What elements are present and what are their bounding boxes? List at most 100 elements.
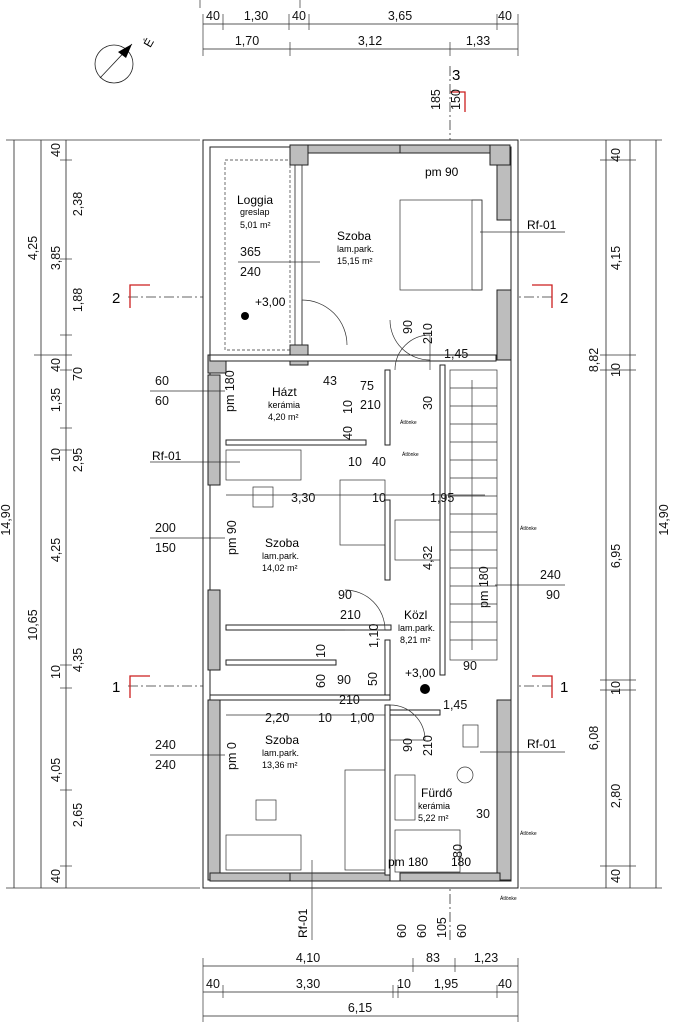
left-inner-dim-8: 10: [49, 448, 63, 462]
dim-10a: 10: [341, 400, 355, 414]
pm90-szoba: pm 90: [225, 520, 239, 555]
room-hazt-area: 4,20 m²: [268, 412, 299, 422]
room-loggia-name: Loggia: [237, 193, 273, 207]
top-dim-6: 1,70: [235, 34, 259, 48]
bottom-dim-total: 6,15: [348, 1001, 372, 1015]
pm180-bottom-b: 180: [451, 855, 471, 869]
dim-90f: 90: [401, 738, 415, 752]
left-inner-dim-13: 4,05: [49, 758, 63, 782]
bottom-dim-6: 10: [397, 977, 411, 991]
dim-240r: 240: [540, 568, 561, 582]
top-dim-8: 1,33: [466, 34, 490, 48]
section-3-label: 3: [452, 67, 460, 84]
pm0-szoba: pm 0: [225, 742, 239, 770]
right-dimensions: [520, 139, 662, 889]
pm90-top: pm 90: [425, 165, 459, 179]
dim-60a: 60: [155, 374, 169, 388]
dim-10e: 10: [318, 711, 332, 725]
bottom-dim-8: 40: [498, 977, 512, 991]
dim-30b: 30: [476, 807, 490, 821]
right-mid-dim-7: 2,80: [609, 784, 623, 808]
left-inner-dim-7: 1,35: [49, 388, 63, 412]
dim-90c: 90: [338, 588, 352, 602]
room-loggia-w1: 365: [240, 245, 261, 259]
room-szoba1-floor: lam.park.: [337, 244, 374, 254]
dim-432: 4,32: [421, 546, 435, 570]
dim-90e: 90: [463, 659, 477, 673]
left-mid-dim-2: 10,65: [26, 609, 40, 640]
dim-40a: 40: [341, 426, 355, 440]
dim-200: 200: [155, 521, 176, 535]
dim-145b: 1,45: [443, 698, 467, 712]
rf-leaders: [150, 231, 565, 940]
level-label-mid: +3,00: [405, 666, 436, 680]
left-inner-dim-4: 1,88: [71, 288, 85, 312]
left-dimensions: [6, 139, 200, 889]
dim-210c: 210: [340, 608, 361, 622]
right-mid-dim-2: 8,82: [587, 348, 601, 372]
dim-40b: 40: [372, 455, 386, 469]
room-furdo-name: Fürdő: [421, 786, 453, 800]
left-inner-dim-9: 2,95: [71, 448, 85, 472]
room-furdo-area: 5,22 m²: [418, 813, 449, 823]
rf-label-2: Rf-01: [152, 449, 182, 463]
chimney-note-5: Átlönke: [500, 895, 517, 902]
left-inner-dim-12: 10: [49, 665, 63, 679]
room-szoba1-area: 15,15 m²: [337, 256, 373, 266]
dim-10b: 10: [348, 455, 362, 469]
dim-110: 1,10: [367, 624, 381, 648]
left-inner-dim-3: 3,85: [49, 246, 63, 270]
dim-50: 50: [366, 672, 380, 686]
bottom-dim-60a: 60: [395, 924, 409, 938]
dim-210e: 210: [421, 735, 435, 756]
room-hazt-name: Házt: [272, 385, 297, 399]
dim-80: 80: [451, 844, 465, 858]
bottom-dim-2: 83: [426, 951, 440, 965]
bottom-dim-60b: 60: [415, 924, 429, 938]
right-inner-dim-1: 40: [609, 148, 623, 162]
right-mid-dim-6: 6,08: [587, 726, 601, 750]
dim-90r: 90: [546, 588, 560, 602]
level-label-top: +3,00: [255, 295, 286, 309]
left-outer-dim: 14,90: [0, 504, 13, 535]
bottom-dim-1: 4,10: [296, 951, 320, 965]
dim-210b: 210: [360, 398, 381, 412]
section-mark-1-right: [532, 675, 553, 698]
drain-icon: [241, 312, 249, 320]
interior-walls: [209, 165, 497, 876]
left-mid-dim-1: 4,25: [26, 236, 40, 260]
right-mid-dim-5: 10: [609, 681, 623, 695]
dim-10c: 10: [372, 491, 386, 505]
pm180-hazt: pm 180: [223, 370, 237, 412]
bottom-dim-105: 105: [435, 917, 449, 938]
top-dim-3: 40: [292, 9, 306, 23]
room-szoba3-floor: lam.park.: [262, 748, 299, 758]
north-label: É: [140, 35, 157, 49]
furniture: [224, 159, 483, 873]
room-loggia-w2: 240: [240, 265, 261, 279]
left-inner-dim-10: 4,25: [49, 538, 63, 562]
dim-60b: 60: [155, 394, 169, 408]
room-szoba3-area: 13,36 m²: [262, 760, 298, 770]
dim-150b: 150: [155, 541, 176, 555]
bottom-dimensions: [202, 958, 519, 1022]
room-szoba1-name: Szoba: [337, 229, 371, 243]
dim-195: 1,95: [430, 491, 454, 505]
bottom-dim-7: 1,95: [434, 977, 458, 991]
dim-220: 2,20: [265, 711, 289, 725]
section-mark-2-left: [129, 284, 150, 308]
dim-210d: 210: [339, 693, 360, 707]
rf-label-4: Rf-01: [296, 908, 310, 938]
dim-240b: 240: [155, 758, 176, 772]
room-furdo-floor: kerámia: [418, 801, 450, 811]
bottom-dim-60c: 60: [455, 924, 469, 938]
staircase: [449, 369, 498, 661]
room-szoba2-name: Szoba: [265, 536, 299, 550]
dim-330: 3,30: [291, 491, 315, 505]
north-arrow-icon: [94, 43, 134, 84]
section-mark-1-left: [129, 675, 150, 698]
top-dim-1: 40: [206, 9, 220, 23]
left-inner-dim-2: 2,38: [71, 192, 85, 216]
right-mid-dim-1: 4,15: [609, 246, 623, 270]
